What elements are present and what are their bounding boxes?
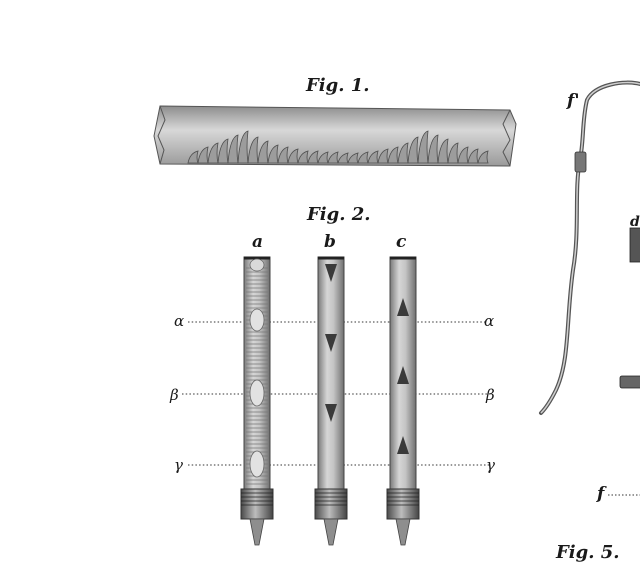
- tube-c: [386, 256, 420, 546]
- tube-b-arrow-2: [325, 334, 337, 352]
- fig1-ridge: [217, 138, 229, 164]
- fig1-caption: Fig. 1.: [305, 75, 370, 96]
- level-label-gamma-right: γ: [486, 456, 495, 474]
- tube-a-bubble-beta: [249, 379, 265, 407]
- fig1-ridge: [287, 148, 299, 164]
- fig1-ridge: [297, 150, 309, 164]
- fig5-apparatus: [539, 80, 640, 496]
- fig1-ridge: [327, 151, 339, 164]
- fig5-curved-tube: [539, 80, 640, 415]
- fig1-ridge: [207, 142, 219, 164]
- fig1-ridge: [477, 150, 489, 164]
- fig1-ridge: [257, 140, 269, 164]
- fig1-ridge: [317, 151, 329, 164]
- level-label-alpha-right: α: [484, 312, 494, 330]
- fig1-ridge: [307, 150, 319, 164]
- tube-a: [240, 256, 274, 546]
- tube-c-arrow-1: [397, 298, 409, 316]
- fig1-ridge: [427, 134, 439, 164]
- fig1-deposit-ridges: [187, 130, 489, 164]
- fig5-label-f: f: [596, 484, 607, 504]
- fig1-ridge: [357, 151, 369, 164]
- fig1-ridge: [367, 150, 379, 164]
- fig2-caption: Fig. 2.: [306, 204, 371, 225]
- fig5-label-f-prime: f': [566, 91, 580, 111]
- tube-b-arrow-1: [325, 264, 337, 282]
- fig1-ridge: [197, 146, 209, 164]
- fig1-ridge: [187, 150, 199, 164]
- tube-c-arrow-3: [397, 436, 409, 454]
- fig1-ridge: [457, 146, 469, 164]
- level-label-alpha-left: α: [174, 312, 184, 330]
- fig5-fitting-lower: [619, 375, 640, 389]
- tube-c-arrow-2: [397, 366, 409, 384]
- tube-a-bubble-top: [249, 258, 265, 272]
- tube-b-label: b: [324, 232, 336, 252]
- fig1-ridge: [227, 134, 239, 164]
- fig5-caption: Fig. 5.: [555, 542, 620, 563]
- fig1-tube: [153, 105, 517, 167]
- tube-a-bubble-alpha: [249, 308, 265, 332]
- fig1-ridge: [377, 148, 389, 164]
- level-label-beta-left: β: [169, 386, 179, 404]
- tube-b: [314, 256, 348, 546]
- fig5-clamp-upper: [574, 151, 587, 173]
- fig1-ridge: [397, 142, 409, 164]
- fig1-ridge: [347, 152, 359, 164]
- fig1-ridge: [407, 136, 419, 164]
- fig1-ridge: [247, 136, 259, 164]
- fig1-ridge: [447, 142, 459, 164]
- tube-b-arrow-3: [325, 404, 337, 422]
- fig1-ridge: [337, 152, 349, 164]
- fig1-ridge: [277, 146, 289, 164]
- fig1-ridge: [387, 146, 399, 164]
- fig1-ridge: [237, 130, 249, 164]
- level-label-gamma-left: γ: [174, 456, 183, 474]
- fig5-label-d: d: [630, 214, 640, 230]
- level-label-beta-right: β: [485, 386, 495, 404]
- fig1-ridge: [437, 138, 449, 164]
- fig5-fitting-d: [629, 227, 640, 263]
- fig1-ridge: [417, 130, 429, 164]
- tube-c-label: c: [396, 232, 407, 252]
- tube-a-bubble-gamma: [249, 450, 265, 478]
- tube-a-label: a: [252, 232, 263, 252]
- fig1-ridge: [467, 148, 479, 164]
- fig1-ridge: [267, 144, 279, 164]
